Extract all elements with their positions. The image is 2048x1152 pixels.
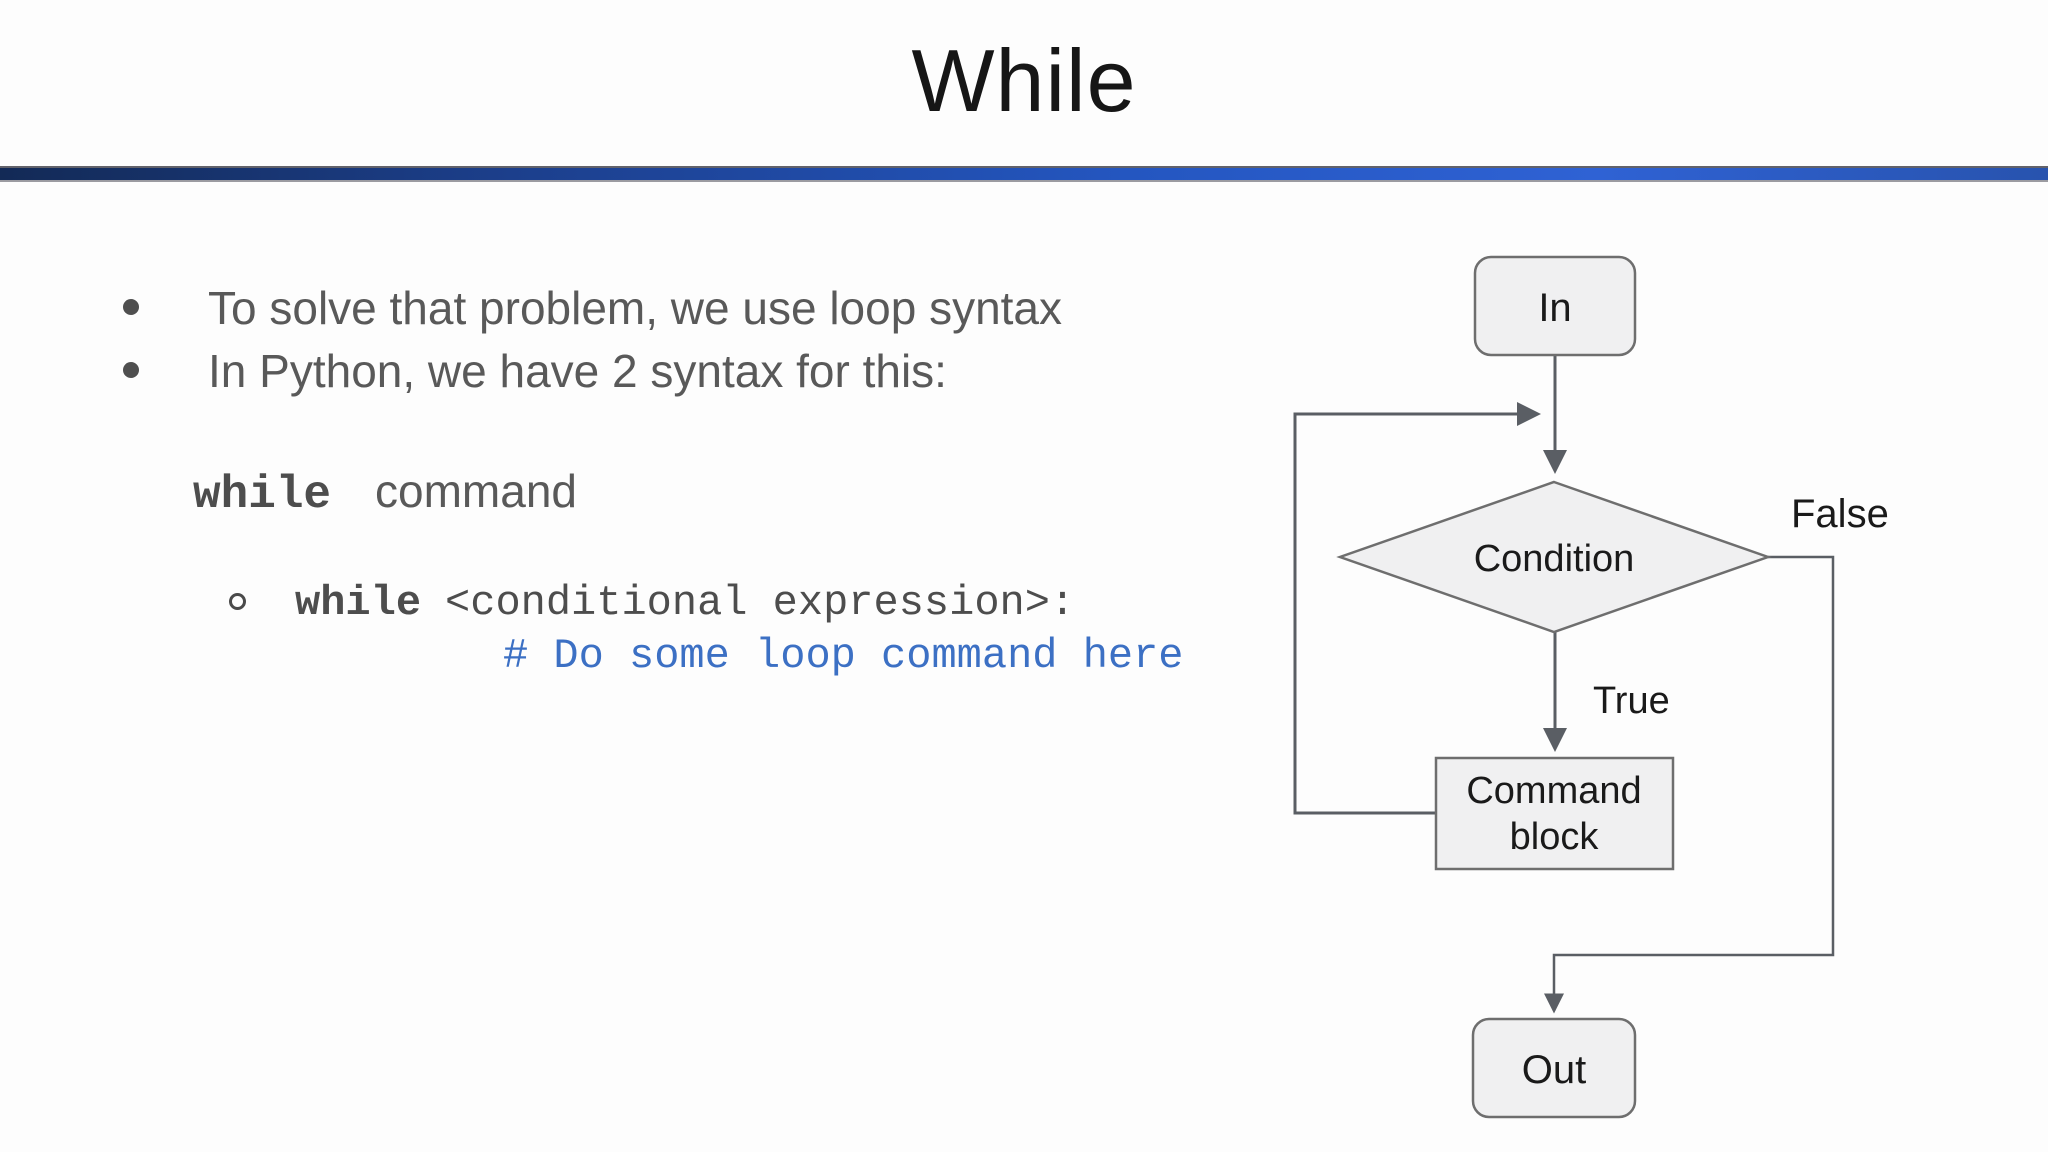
bullet-dot-icon (123, 362, 139, 378)
code-line: while <conditional expression>: (295, 579, 1075, 627)
command-block-label-line2: block (1510, 816, 1600, 858)
node-out (1471, 1017, 1637, 1119)
page-title: While (911, 31, 1137, 130)
node-command-block (1434, 756, 1675, 871)
sub-bullet-circle-icon (229, 593, 246, 610)
node-condition-label: Condition (1474, 538, 1635, 580)
node-out-label: Out (1522, 1048, 1586, 1092)
bullet-text: In Python, we have 2 syntax for this: (208, 345, 947, 397)
code-comment: # Do some loop command here (503, 632, 1184, 680)
command-block-label-line1: Command (1466, 770, 1641, 812)
node-condition (1336, 480, 1772, 634)
syntax-heading: while command (193, 464, 577, 521)
flowchart: In Condition False True Command block Ou… (1293, 255, 1889, 1119)
false-label: False (1791, 492, 1889, 536)
false-path-arrow (1544, 555, 1835, 1014)
node-in (1473, 255, 1637, 357)
bullet-text: To solve that problem, we use loop synta… (208, 282, 1063, 334)
code-text: <conditional expression>: (445, 579, 1076, 627)
accent-divider (0, 166, 2048, 182)
node-in-label: In (1538, 286, 1571, 330)
loopback-arrow (1293, 402, 1541, 815)
bullet-dot-icon (123, 299, 139, 315)
syntax-label: command (375, 465, 577, 517)
syntax-keyword: while (193, 469, 332, 521)
true-label: True (1593, 680, 1670, 722)
code-keyword: while (295, 579, 422, 627)
